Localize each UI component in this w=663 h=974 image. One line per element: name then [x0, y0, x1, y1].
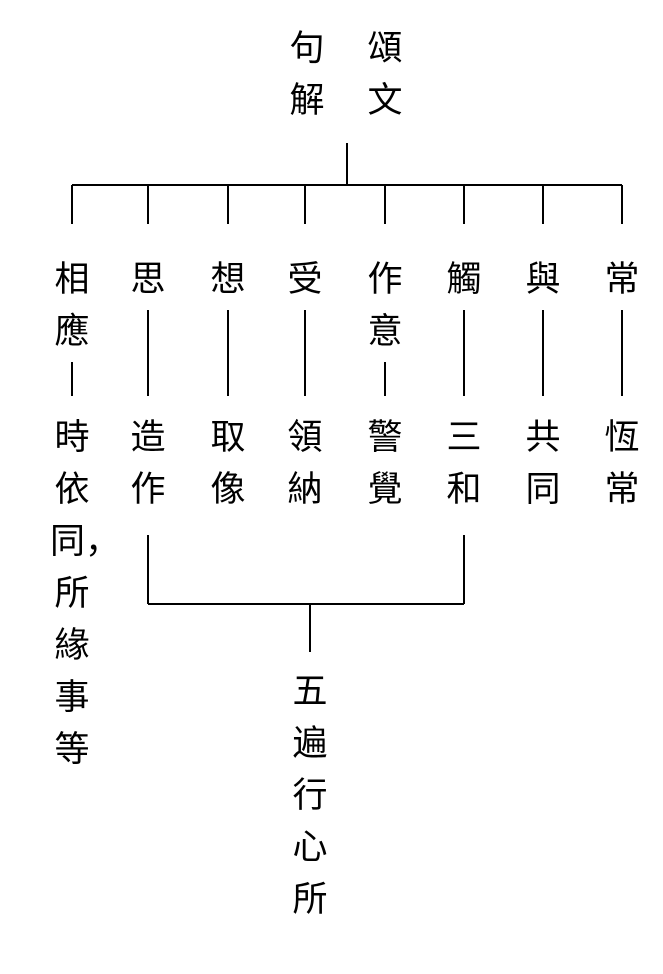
root-title-col1: 頌文	[367, 29, 403, 121]
branch-term-4: 受	[287, 260, 323, 300]
conclusion-label: 五遍行心所	[292, 672, 328, 920]
branch-term-3: 想	[210, 260, 246, 300]
branch-term-6: 觸	[446, 260, 482, 300]
branch-gloss-7: 共同	[525, 418, 561, 510]
branch-term-7: 與	[525, 260, 561, 300]
branch-gloss-8: 恆常	[604, 418, 640, 510]
branch-term-5: 作意	[367, 260, 403, 352]
branch-term-2: 思	[130, 260, 166, 300]
branch-gloss-3: 取像	[210, 418, 246, 510]
root-title-col2: 句解	[289, 29, 325, 121]
branch-gloss-6: 三和	[446, 418, 482, 510]
branch-gloss-1: 時依同，所緣事等	[50, 418, 121, 770]
branch-gloss-2: 造作	[130, 418, 166, 510]
branch-gloss-4: 領納	[287, 418, 323, 510]
branch-gloss-5: 警覺	[367, 418, 403, 510]
branch-term-1: 相應	[54, 260, 90, 352]
branch-term-8: 常	[604, 260, 640, 300]
